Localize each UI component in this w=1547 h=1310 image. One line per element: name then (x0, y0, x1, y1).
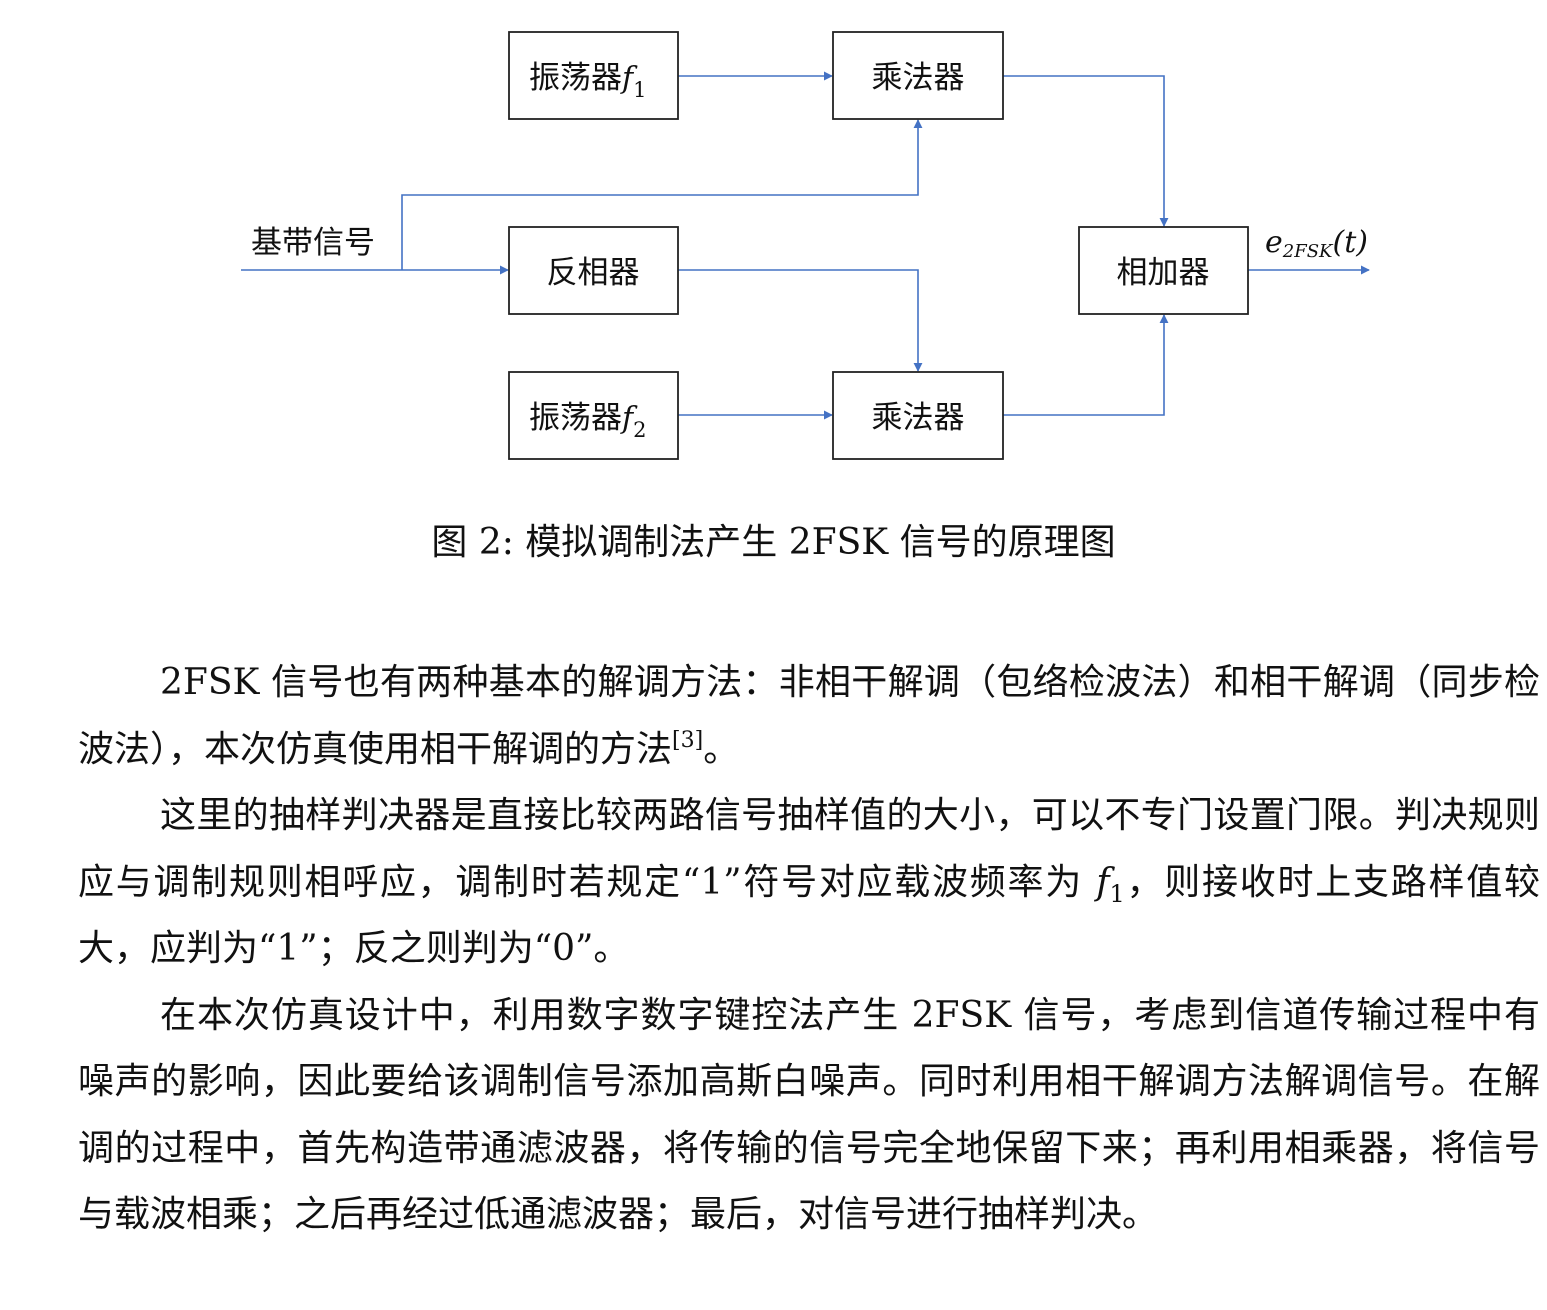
paragraph-2: 这里的抽样判决器是直接比较两路信号抽样值的大小，可以不专门设置门限。判决规则应与… (78, 783, 1540, 983)
oscillator-f2-box (508, 371, 679, 460)
paragraph-1-text: 2FSK 信号也有两种基本的解调方法：非相干解调（包络检波法）和相干解调（同步检… (78, 662, 1540, 770)
adder-box (1078, 226, 1249, 315)
paragraph-3-text: 在本次仿真设计中，利用数字数字键控法产生 2FSK 信号，考虑到信道传输过程中有… (78, 994, 1540, 1236)
inverter-box (508, 226, 679, 315)
frequency-variable: f (1096, 861, 1110, 903)
paragraph-2-text-b: ，则接收时上支路样值较大，应判为“1”；反之则判为“0”。 (78, 861, 1540, 970)
inverter-label: 反相器 (547, 255, 640, 291)
input-signal-label: 基带信号 (251, 225, 375, 261)
multiplier-1-label: 乘法器 (872, 60, 965, 96)
multiplier-2-box (832, 371, 1004, 460)
block-diagram: 振荡器f1 乘法器 反相器 相加器 振荡器f2 乘法器 基带信号 e2FSK(t… (241, 31, 1370, 460)
body-text: 2FSK 信号也有两种基本的解调方法：非相干解调（包络检波法）和相干解调（同步检… (78, 650, 1540, 1249)
paragraph-2-text-a: 这里的抽样判决器是直接比较两路信号抽样值的大小，可以不专门设置门限。判决规则应与… (78, 795, 1540, 903)
input-branch-line (401, 119, 923, 270)
paragraph-1-end: 。 (703, 728, 740, 770)
paragraph-1: 2FSK 信号也有两种基本的解调方法：非相干解调（包络检波法）和相干解调（同步检… (78, 650, 1540, 783)
mult1-to-adder-line (1003, 75, 1169, 227)
citation-ref[interactable]: [3] (672, 727, 704, 753)
output-signal-label: e2FSK(t) (1265, 225, 1368, 262)
multiplier-1-box (832, 31, 1004, 120)
mult2-to-adder-line (1003, 314, 1169, 416)
paragraph-3: 在本次仿真设计中，利用数字数字键控法产生 2FSK 信号，考虑到信道传输过程中有… (78, 983, 1540, 1249)
figure-caption: 图 2: 模拟调制法产生 2FSK 信号的原理图 (431, 522, 1116, 563)
adder-label: 相加器 (1117, 255, 1210, 291)
oscillator-f1-label: 振荡器f1 (529, 60, 646, 102)
oscillator-f1-box (508, 31, 679, 120)
frequency-subscript: 1 (1109, 879, 1125, 908)
oscillator-f2-label: 振荡器f2 (529, 400, 646, 442)
inverter-to-mult2-line (678, 269, 923, 372)
multiplier-2-label: 乘法器 (872, 400, 965, 436)
